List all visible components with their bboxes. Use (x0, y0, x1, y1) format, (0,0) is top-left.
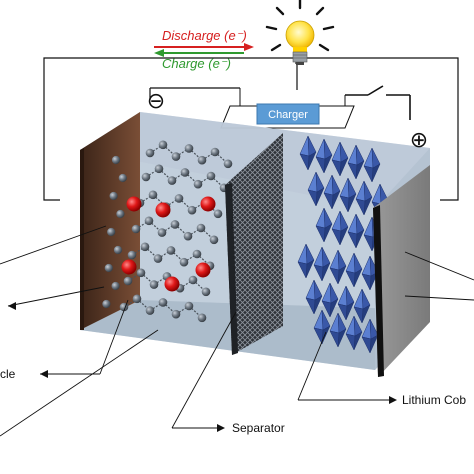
carbon-atom (159, 298, 168, 307)
carbon-atom (210, 236, 219, 245)
charger-label: Charger (268, 109, 308, 121)
carbon-atom (159, 141, 168, 150)
carbon-atom (132, 225, 141, 234)
carbon-atom (198, 156, 207, 165)
carbon-atom (145, 217, 154, 226)
carbon-atom (150, 280, 159, 289)
lithium-ion (165, 277, 180, 292)
carbon-atom (102, 300, 110, 308)
callout-separator: Separator (232, 421, 285, 435)
carbon-atom (168, 176, 177, 185)
carbon-atom (189, 276, 198, 285)
light-bulb-icon (267, 0, 333, 65)
positive-terminal: ⊕ (410, 128, 428, 153)
discharge-label: Discharge (e⁻) (162, 28, 247, 43)
carbon-atom (112, 156, 120, 164)
lithium-ion (156, 203, 171, 218)
carbon-atom (180, 258, 189, 267)
carbon-atom (224, 160, 233, 169)
lithium-ion (196, 263, 211, 278)
discharge-arrow (154, 43, 254, 51)
carbon-atom (137, 269, 146, 278)
carbon-atom (107, 228, 115, 236)
carbon-atom (181, 168, 190, 177)
callout-cathode-material: Lithium Cob (402, 393, 466, 407)
carbon-atom (116, 210, 124, 218)
carbon-atom (158, 228, 167, 237)
lithium-ion (127, 197, 142, 212)
carbon-atom (185, 302, 194, 311)
negative-terminal: ⊖ (147, 89, 165, 114)
carbon-atom (211, 148, 220, 157)
carbon-atom (184, 232, 193, 241)
carbon-atom (105, 264, 113, 272)
carbon-atom (194, 180, 203, 189)
carbon-atom (198, 314, 207, 323)
carbon-atom (167, 246, 176, 255)
charge-label: Charge (e⁻) (162, 56, 231, 71)
carbon-atom (124, 277, 133, 286)
carbon-atom (214, 210, 223, 219)
carbon-atom (175, 194, 184, 203)
carbon-atom (188, 206, 197, 215)
carbon-atom (133, 295, 142, 304)
carbon-atom (154, 254, 163, 263)
carbon-atom (142, 173, 151, 182)
carbon-atom (128, 251, 137, 260)
carbon-atom (172, 152, 181, 161)
carbon-atom (171, 220, 180, 229)
carbon-atom (155, 165, 164, 174)
carbon-atom (119, 174, 127, 182)
carbon-atom (141, 243, 150, 252)
lithium-ion (122, 260, 137, 275)
carbon-atom (172, 310, 181, 319)
lithium-ion (201, 197, 216, 212)
carbon-atom (197, 224, 206, 233)
anode-plate (80, 112, 140, 330)
carbon-atom (146, 306, 155, 315)
carbon-atom (193, 250, 202, 259)
carbon-atom (146, 149, 155, 158)
switch-icon[interactable] (345, 86, 410, 120)
carbon-atom (110, 192, 118, 200)
callout-partial-label: cle (0, 367, 16, 381)
carbon-atom (202, 288, 211, 297)
carbon-atom (149, 191, 158, 200)
carbon-atom (112, 282, 120, 290)
carbon-atom (114, 246, 122, 254)
carbon-atom (185, 144, 194, 153)
carbon-atom (207, 172, 216, 181)
